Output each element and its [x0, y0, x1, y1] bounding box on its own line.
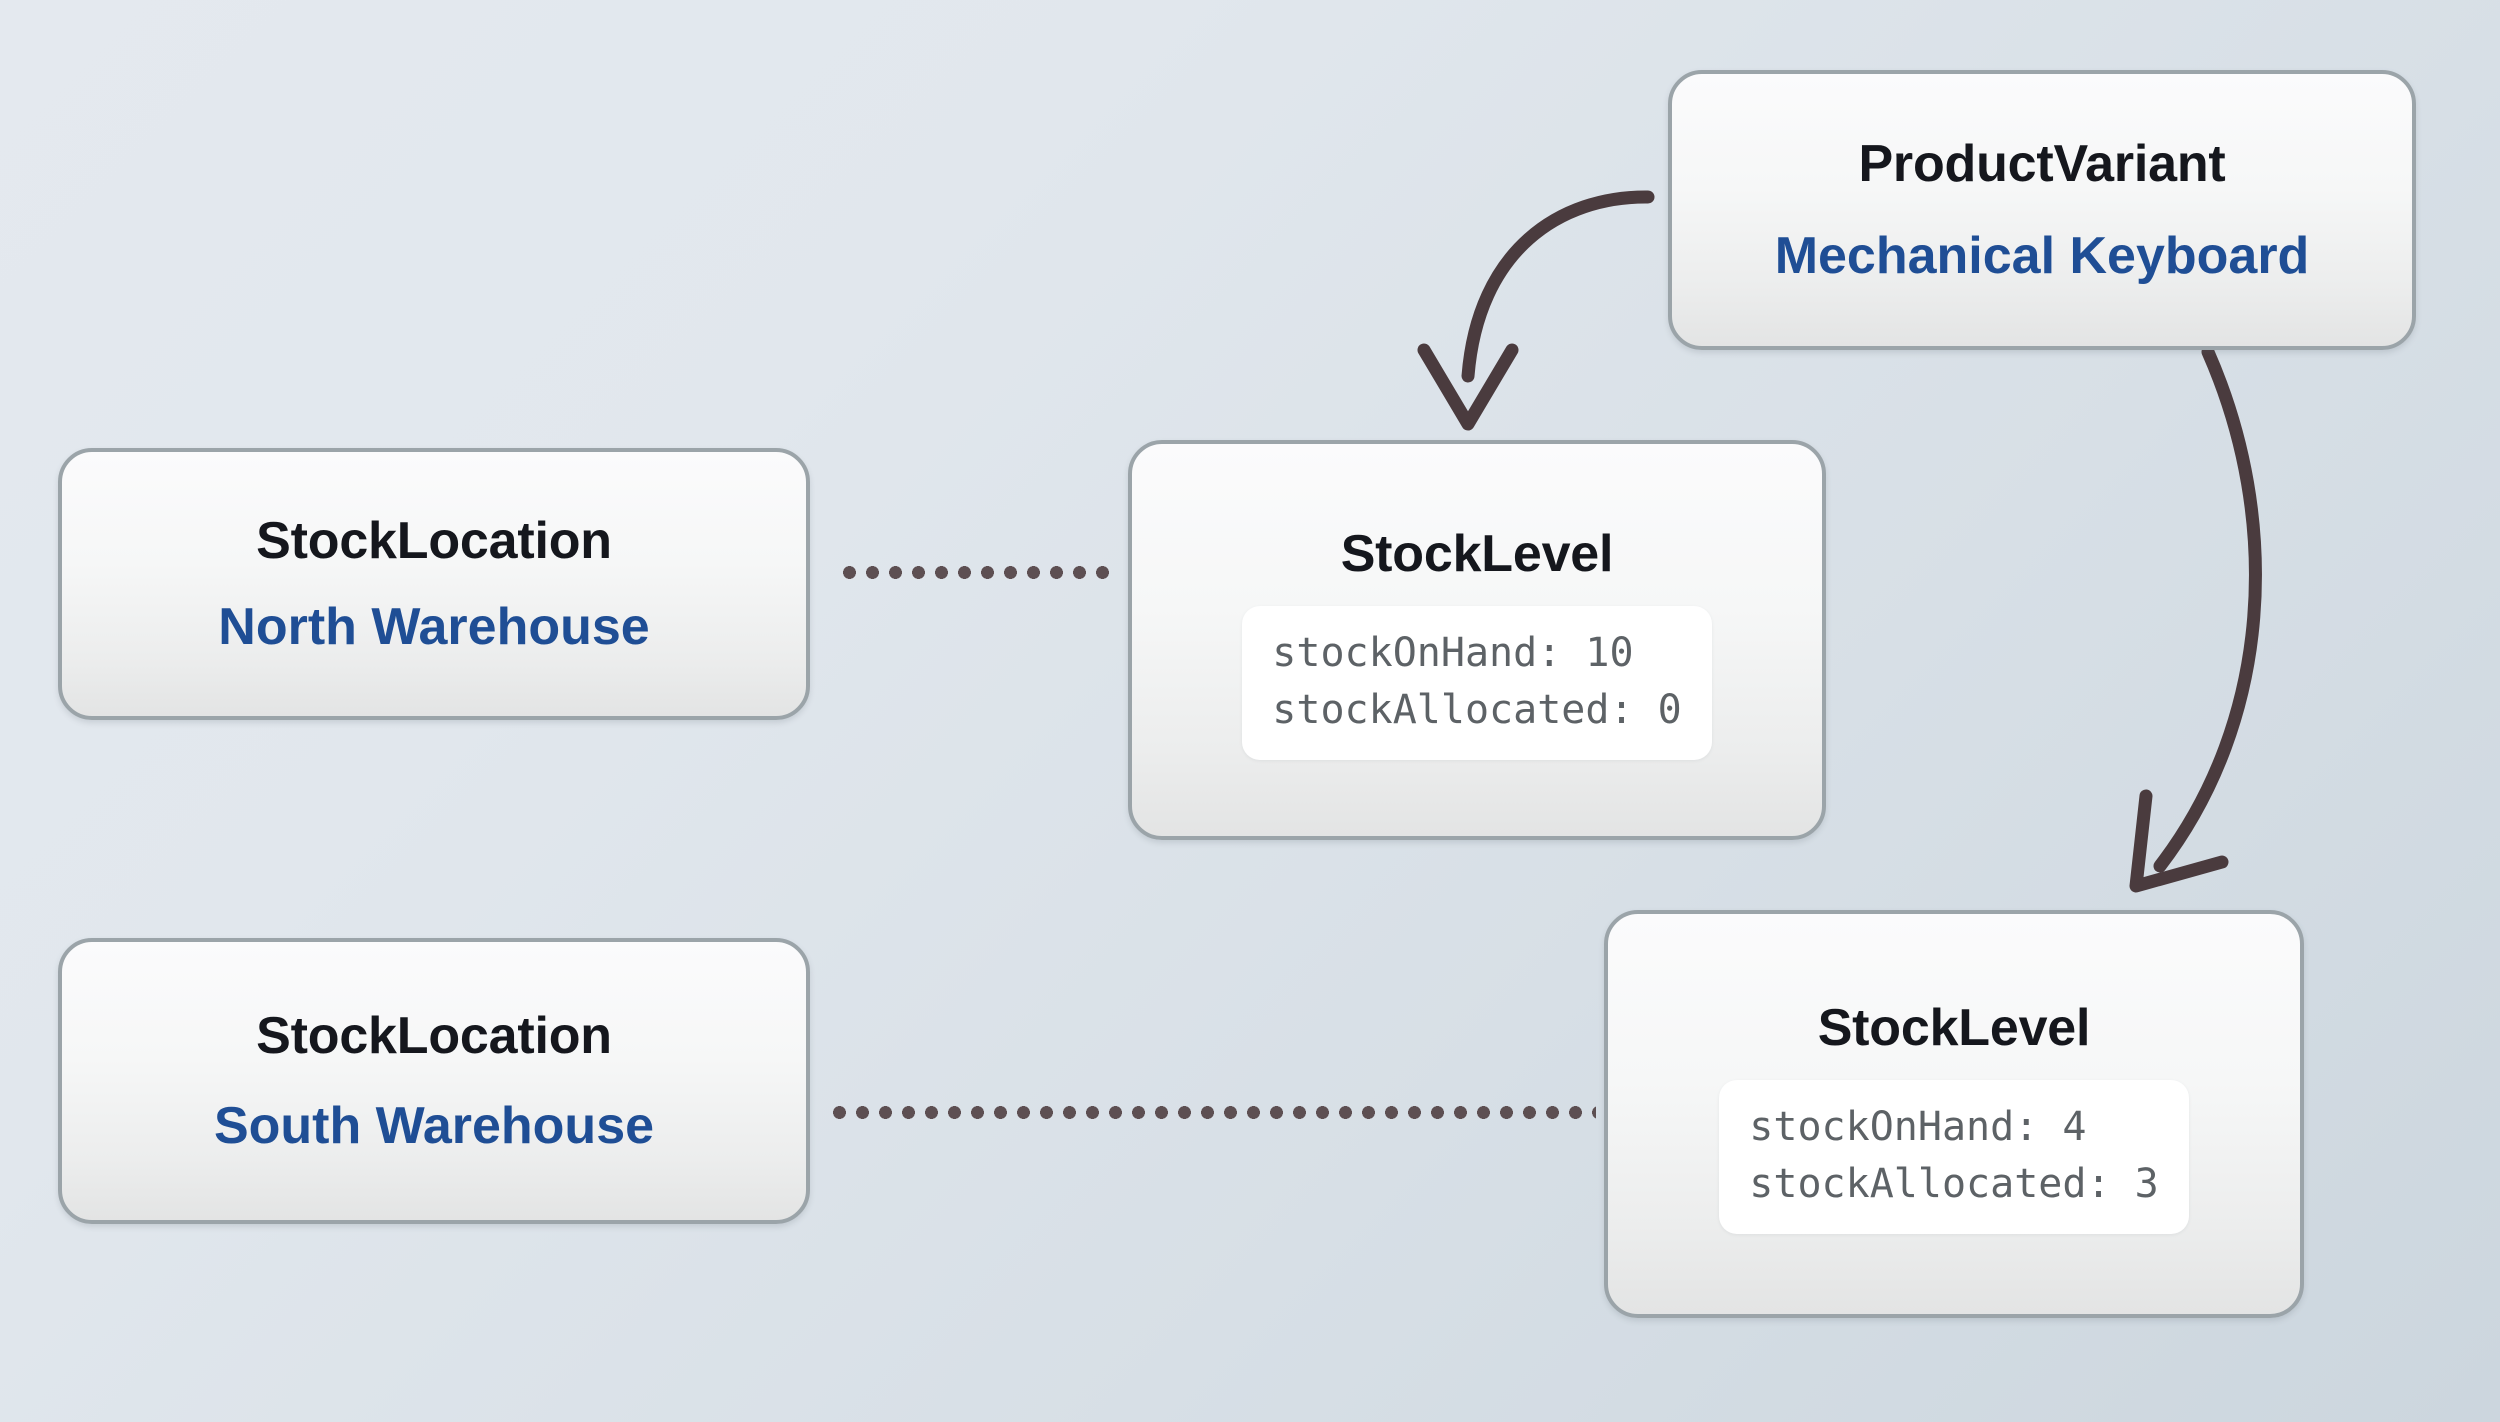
edge-location-south-to-level-south	[828, 1106, 1596, 1119]
stock-location-south-name-label: South Warehouse	[213, 1097, 655, 1155]
edge-variant-to-level-north	[1417, 190, 1655, 431]
stock-level-south-stock-on-hand: stockOnHand: 4	[1749, 1103, 2087, 1150]
stock-location-south-type-label: StockLocation	[256, 1007, 612, 1065]
stock-level-north-stock-on-hand: stockOnHand: 10	[1272, 629, 1634, 676]
node-stock-level-south[interactable]: StockLevel stockOnHand: 4 stockAllocated…	[1604, 910, 2304, 1318]
stock-location-north-type-label: StockLocation	[256, 512, 612, 570]
node-product-variant[interactable]: ProductVariant Mechanical Keyboard	[1668, 70, 2416, 350]
stock-level-south-properties: stockOnHand: 4 stockAllocated: 3	[1719, 1079, 2189, 1235]
stock-level-north-properties: stockOnHand: 10 stockAllocated: 0	[1242, 605, 1712, 761]
node-stock-location-north[interactable]: StockLocation North Warehouse	[58, 448, 810, 720]
stock-location-north-name-label: North Warehouse	[218, 598, 650, 656]
stock-level-north-stock-allocated: stockAllocated: 0	[1272, 687, 1682, 733]
product-variant-type-label: ProductVariant	[1858, 135, 2226, 193]
edge-location-north-to-level-north	[838, 566, 1118, 579]
node-stock-level-north[interactable]: StockLevel stockOnHand: 10 stockAllocate…	[1128, 440, 1826, 840]
edge-variant-to-level-south	[2129, 345, 2262, 893]
stock-level-south-type-label: StockLevel	[1817, 998, 2091, 1057]
product-variant-name-label: Mechanical Keyboard	[1774, 227, 2310, 285]
stock-level-north-type-label: StockLevel	[1340, 524, 1614, 583]
stock-level-south-stock-allocated: stockAllocated: 3	[1749, 1161, 2159, 1207]
node-stock-location-south[interactable]: StockLocation South Warehouse	[58, 938, 810, 1224]
